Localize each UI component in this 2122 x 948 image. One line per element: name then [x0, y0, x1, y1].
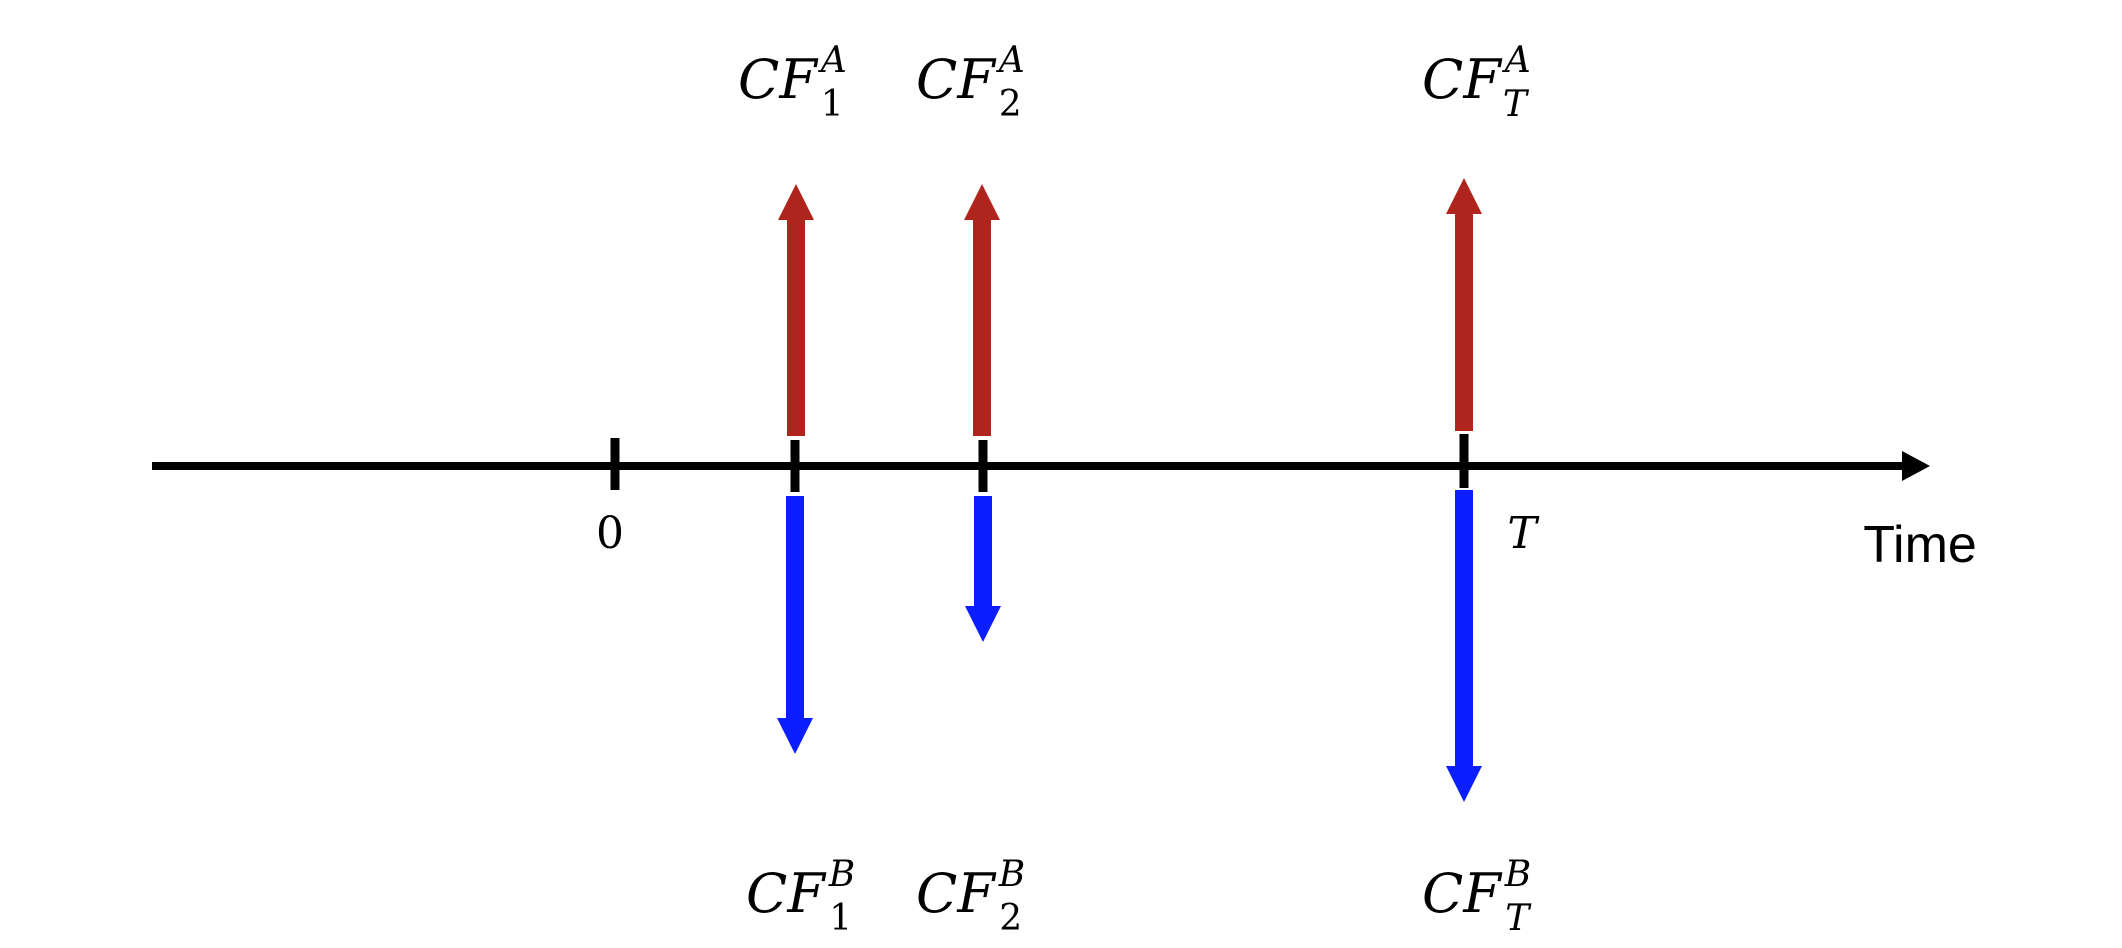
- cf-B-2-base: CF: [916, 862, 997, 925]
- cf-B-T-sup: B: [1504, 854, 1531, 895]
- cash-flow-B-arrow-2: [965, 496, 1001, 642]
- arrow-shaft: [786, 496, 804, 720]
- arrow-shaft: [1455, 490, 1473, 768]
- cf-A-2-sup: A: [996, 40, 1025, 81]
- cf-B-1-base: CF: [746, 862, 827, 925]
- cf-B-2-sup: B: [998, 854, 1025, 895]
- cf-A-1-base: CF: [738, 48, 819, 111]
- cash-flow-B-arrow-T: [1446, 490, 1482, 802]
- cf-A-T-sup: A: [1502, 40, 1530, 81]
- cf-A-1-sub: 1: [821, 84, 844, 125]
- cf-B-T-base: CF: [1422, 862, 1503, 925]
- end-period-label: T: [1507, 508, 1540, 559]
- cf-B-1-sup: B: [828, 854, 855, 895]
- cf-A-2-base: CF: [916, 48, 997, 111]
- arrow-shaft: [1455, 212, 1473, 431]
- arrow-head: [1446, 178, 1482, 214]
- arrow-head: [1446, 766, 1482, 802]
- cf-A-T-sub: T: [1503, 84, 1530, 125]
- cf-B-T-sub: T: [1505, 898, 1532, 939]
- time-axis-arrowhead: [1902, 451, 1930, 481]
- arrow-head: [778, 184, 814, 220]
- arrow-head: [965, 606, 1001, 642]
- time-axis-label: Time: [1863, 516, 1977, 574]
- cf-B-1-sub: 1: [829, 898, 852, 939]
- arrow-head: [777, 718, 813, 754]
- arrow-shaft: [787, 218, 805, 436]
- cash-flow-A-arrow-2: [964, 184, 1000, 436]
- cf-A-1-sup: A: [818, 40, 847, 81]
- cash-flow-B-arrow-1: [777, 496, 813, 754]
- cf-A-T-base: CF: [1422, 48, 1503, 111]
- origin-label: 0: [596, 508, 624, 559]
- cf-A-2-sub: 2: [999, 84, 1022, 125]
- arrow-shaft: [974, 496, 992, 608]
- cash-flow-A-arrow-T: [1446, 178, 1482, 431]
- cash-flow-A-arrow-1: [778, 184, 814, 436]
- cf-B-2-sub: 2: [999, 898, 1022, 939]
- arrow-head: [964, 184, 1000, 220]
- arrow-shaft: [973, 218, 991, 436]
